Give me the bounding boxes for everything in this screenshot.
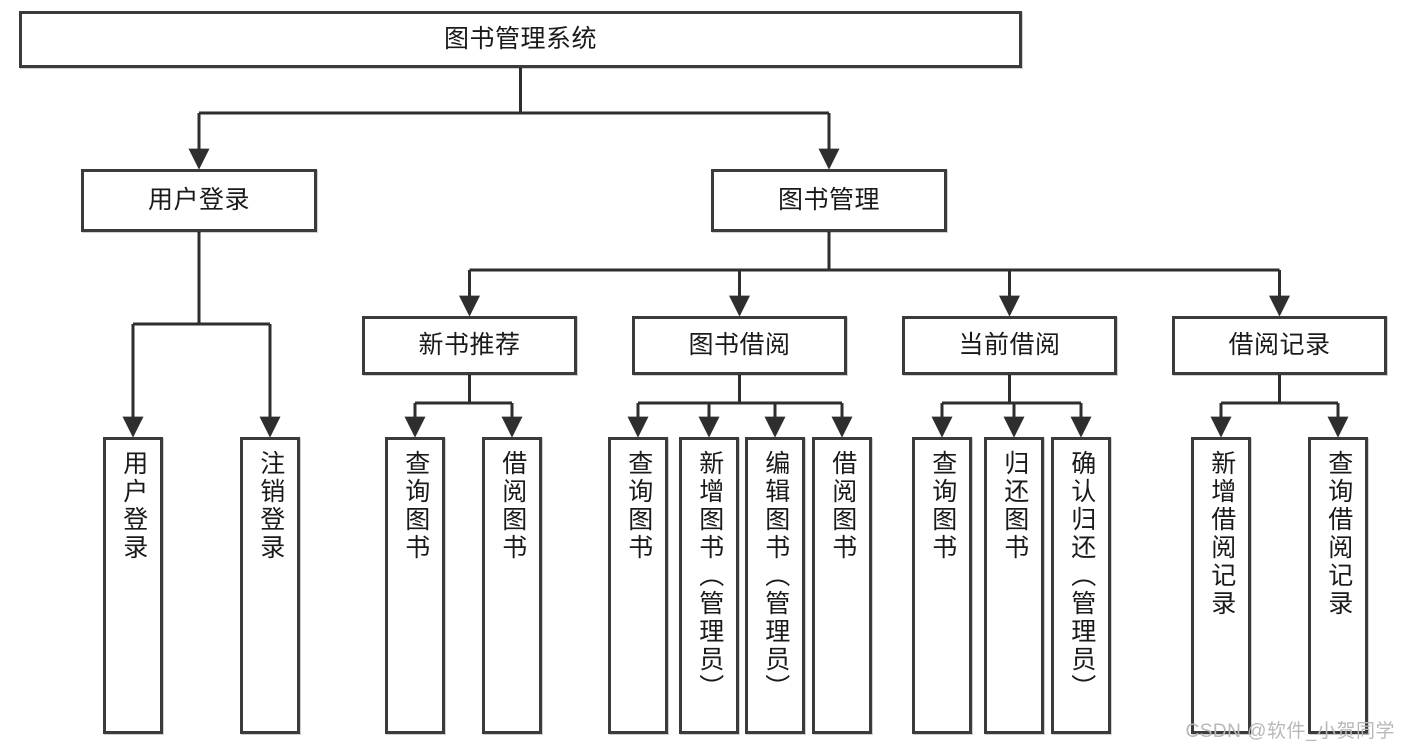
node-label: 借阅图书 [498, 450, 527, 562]
node-label: 图书借阅 [688, 330, 791, 359]
node-borrow-record[interactable]: 借阅记录 [1172, 316, 1387, 375]
node-label: 新增图书（管理员） [695, 450, 724, 702]
node-label: 借阅图书 [828, 450, 857, 562]
node-leaf-br-add[interactable]: 新增借阅记录 [1191, 437, 1251, 734]
node-label: 查询图书 [624, 450, 653, 562]
node-label: 查询图书 [401, 450, 430, 562]
node-label: 归还图书 [1000, 450, 1029, 562]
node-leaf-rec-borrow[interactable]: 借阅图书 [482, 437, 542, 734]
node-label: 当前借阅 [958, 330, 1061, 359]
node-new-book-rec[interactable]: 新书推荐 [362, 316, 577, 375]
node-label: 用户登录 [147, 185, 250, 214]
node-label: 新书推荐 [418, 330, 521, 359]
node-leaf-bb-borrow[interactable]: 借阅图书 [812, 437, 872, 734]
node-leaf-bb-query[interactable]: 查询图书 [608, 437, 668, 734]
node-label: 借阅记录 [1228, 330, 1331, 359]
node-label: 编辑图书（管理员） [761, 450, 790, 702]
node-leaf-bb-add[interactable]: 新增图书（管理员） [679, 437, 739, 734]
edges-group [122, 68, 1349, 438]
node-label: 图书管理系统 [443, 24, 597, 53]
node-root[interactable]: 图书管理系统 [19, 11, 1022, 68]
node-leaf-br-query[interactable]: 查询借阅记录 [1308, 437, 1368, 734]
node-leaf-bb-edit[interactable]: 编辑图书（管理员） [745, 437, 805, 734]
watermark-label: CSDN @软件_小贺同学 [1185, 721, 1395, 742]
node-leaf-logout[interactable]: 注销登录 [240, 437, 300, 734]
node-leaf-user-login[interactable]: 用户登录 [103, 437, 163, 734]
node-label: 确认归还（管理员） [1067, 450, 1096, 702]
node-label: 查询图书 [928, 450, 957, 562]
node-label: 图书管理 [777, 185, 880, 214]
node-label: 用户登录 [119, 450, 148, 562]
node-book-manage[interactable]: 图书管理 [711, 169, 947, 232]
node-leaf-cb-return[interactable]: 归还图书 [984, 437, 1044, 734]
node-book-borrow[interactable]: 图书借阅 [632, 316, 847, 375]
node-label: 新增借阅记录 [1207, 450, 1236, 618]
node-user-login[interactable]: 用户登录 [81, 169, 317, 232]
node-current-borrow[interactable]: 当前借阅 [902, 316, 1117, 375]
node-label: 查询借阅记录 [1324, 450, 1353, 618]
node-leaf-rec-query[interactable]: 查询图书 [385, 437, 445, 734]
node-leaf-cb-query[interactable]: 查询图书 [912, 437, 972, 734]
node-leaf-cb-confirm[interactable]: 确认归还（管理员） [1051, 437, 1111, 734]
node-label: 注销登录 [256, 450, 285, 562]
